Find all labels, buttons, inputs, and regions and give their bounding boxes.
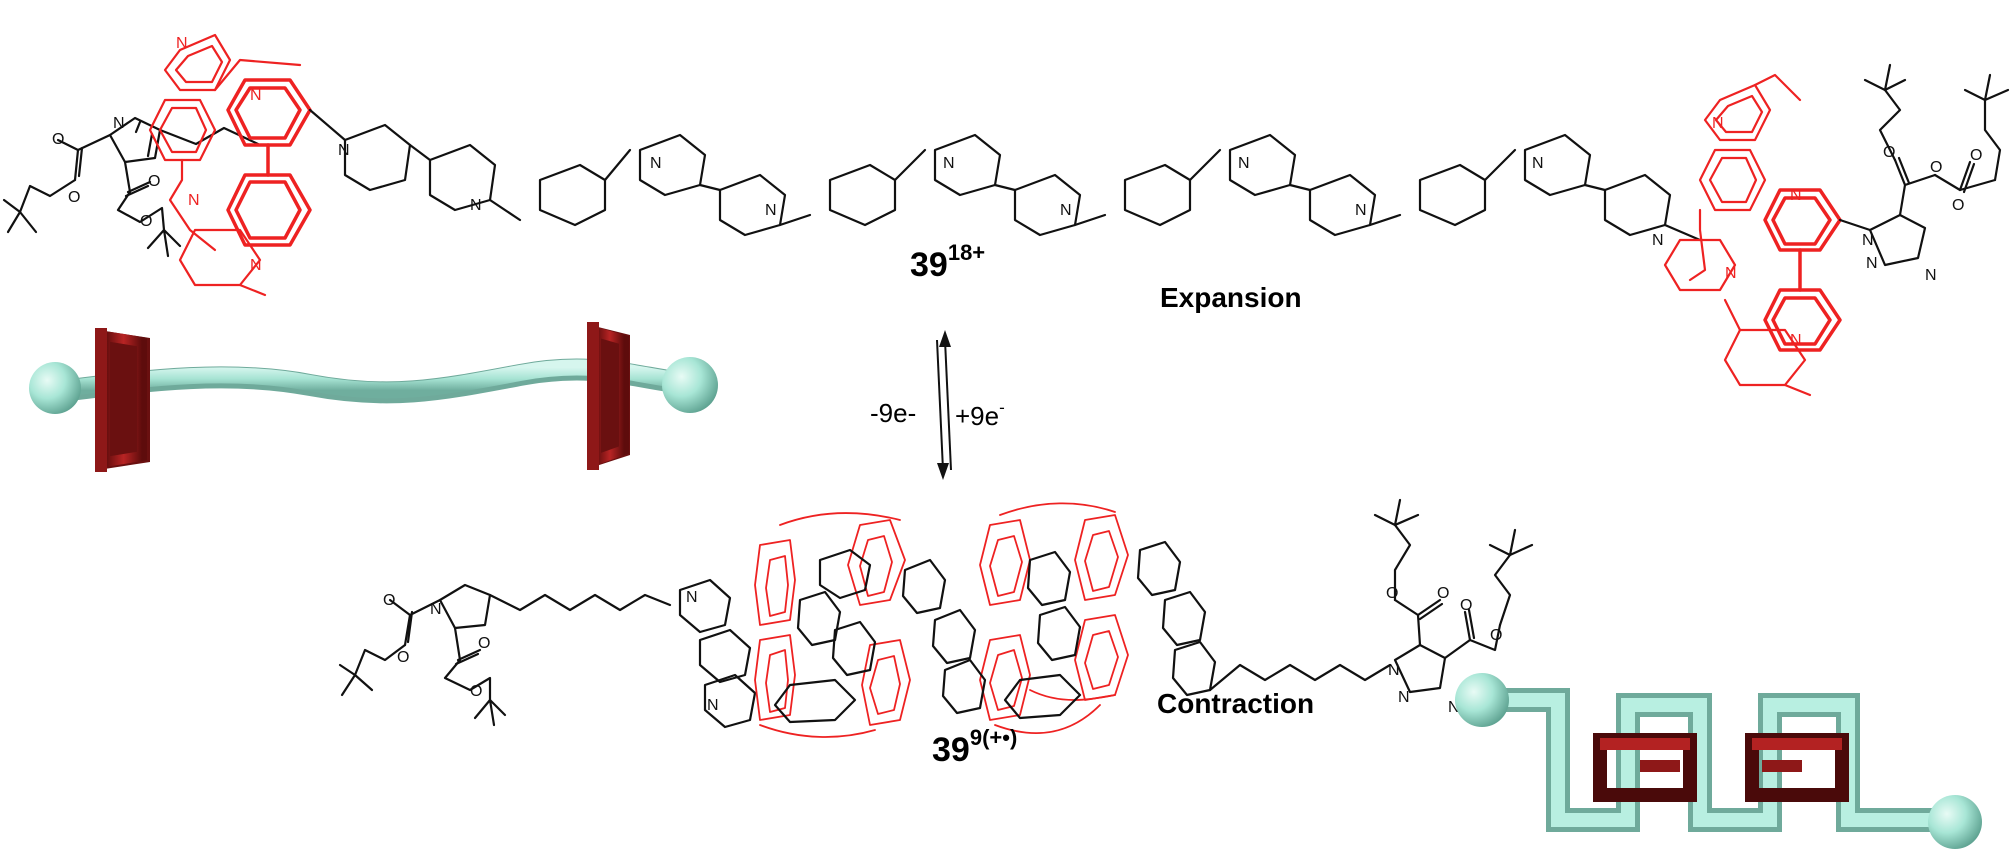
left-stopper-expanded (2, 116, 260, 258)
svg-text:N: N (1790, 187, 1802, 204)
left-cartoon-ring (95, 328, 150, 472)
cartoon-ring-1 (1593, 733, 1697, 802)
left-ring-atoms: N N N N (176, 35, 262, 274)
compound-label-contracted: 399(+•) (932, 725, 1018, 769)
equilibrium-arrows (936, 330, 952, 480)
svg-text:O: O (1490, 627, 1502, 644)
right-ring-atoms: N N N N (1712, 115, 1802, 349)
svg-text:O: O (1883, 144, 1895, 161)
left-stopper-ball (29, 362, 81, 414)
svg-text:O: O (1437, 585, 1449, 602)
svg-text:O: O (148, 173, 160, 190)
svg-text:N: N (1925, 267, 1937, 284)
svg-text:N: N (188, 192, 200, 209)
contracted-black-core (773, 540, 1392, 724)
expanded-cartoon (29, 322, 718, 472)
svg-text:N: N (650, 155, 662, 172)
left-stopper-atoms: N (113, 115, 125, 132)
svg-text:O: O (1970, 147, 1982, 164)
svg-text:N: N (1725, 265, 1737, 282)
svg-text:O: O (383, 592, 395, 609)
svg-text:N: N (765, 202, 777, 219)
svg-text:O: O (1460, 597, 1472, 614)
svg-text:O: O (1930, 159, 1942, 176)
svg-text:N: N (1862, 232, 1874, 249)
svg-text:O: O (1952, 197, 1964, 214)
svg-text:N: N (1790, 332, 1802, 349)
svg-text:N: N (1532, 155, 1544, 172)
svg-text:N: N (470, 197, 482, 214)
contracted-cartoon (1455, 673, 1982, 849)
svg-text:N: N (176, 35, 188, 52)
contracted-red-rings (754, 502, 1129, 738)
svg-text:O: O (140, 213, 152, 230)
svg-text:N: N (1448, 699, 1460, 716)
cartoon-ball-left (1455, 673, 1509, 727)
right-cartoon-ring (587, 322, 630, 470)
right-stopper-atoms: N N N O O O O (1862, 144, 1982, 284)
svg-text:O: O (1386, 585, 1398, 602)
svg-text:N: N (1398, 689, 1410, 706)
svg-text:O: O (397, 649, 409, 666)
right-stopper-contracted (1373, 498, 1534, 694)
svg-text:N: N (1652, 232, 1664, 249)
svg-text:N: N (1355, 202, 1367, 219)
right-stopper-ball (662, 357, 718, 413)
svg-text:N: N (943, 155, 955, 172)
svg-text:N: N (707, 697, 719, 714)
svg-text:N: N (113, 115, 125, 132)
svg-text:N: N (430, 601, 442, 618)
compound-label-expanded: 3918+ (910, 240, 986, 284)
svg-text:N: N (250, 87, 262, 104)
axle-atoms-expanded: N N N N N N N N N N (338, 142, 1664, 249)
state-label-expansion: Expansion (1160, 282, 1302, 313)
right-stopper-expanded (1838, 63, 2010, 267)
state-label-contraction: Contraction (1157, 688, 1315, 719)
contracted-atoms: N N N N N N O O O O O O O O (383, 585, 1502, 716)
left-stopper-oxygens: O O O O (52, 131, 160, 230)
svg-text:O: O (52, 131, 64, 148)
cartoon-ring-2 (1745, 733, 1849, 802)
expanded-structure: N (2, 33, 2010, 397)
svg-text:N: N (1388, 662, 1400, 679)
right-ring-expanded (1663, 73, 1842, 397)
svg-text:N: N (1712, 115, 1724, 132)
reduction-label: -9e- (870, 398, 917, 428)
axle-chain-expanded (308, 108, 1702, 242)
svg-text:O: O (470, 683, 482, 700)
svg-text:N: N (1060, 202, 1072, 219)
svg-text:N: N (1866, 255, 1878, 272)
svg-text:N: N (250, 257, 262, 274)
svg-text:O: O (68, 189, 80, 206)
svg-text:O: O (478, 635, 490, 652)
oxidation-label: +9e- (955, 398, 1005, 431)
cartoon-ball-right (1928, 795, 1982, 849)
svg-text:N: N (338, 142, 350, 159)
svg-text:N: N (686, 589, 698, 606)
svg-text:N: N (1238, 155, 1250, 172)
contracted-structure: N N N N N N O O O O O O O O (338, 498, 1534, 738)
left-stopper-contracted (338, 578, 757, 729)
left-ring-expanded (148, 33, 312, 297)
